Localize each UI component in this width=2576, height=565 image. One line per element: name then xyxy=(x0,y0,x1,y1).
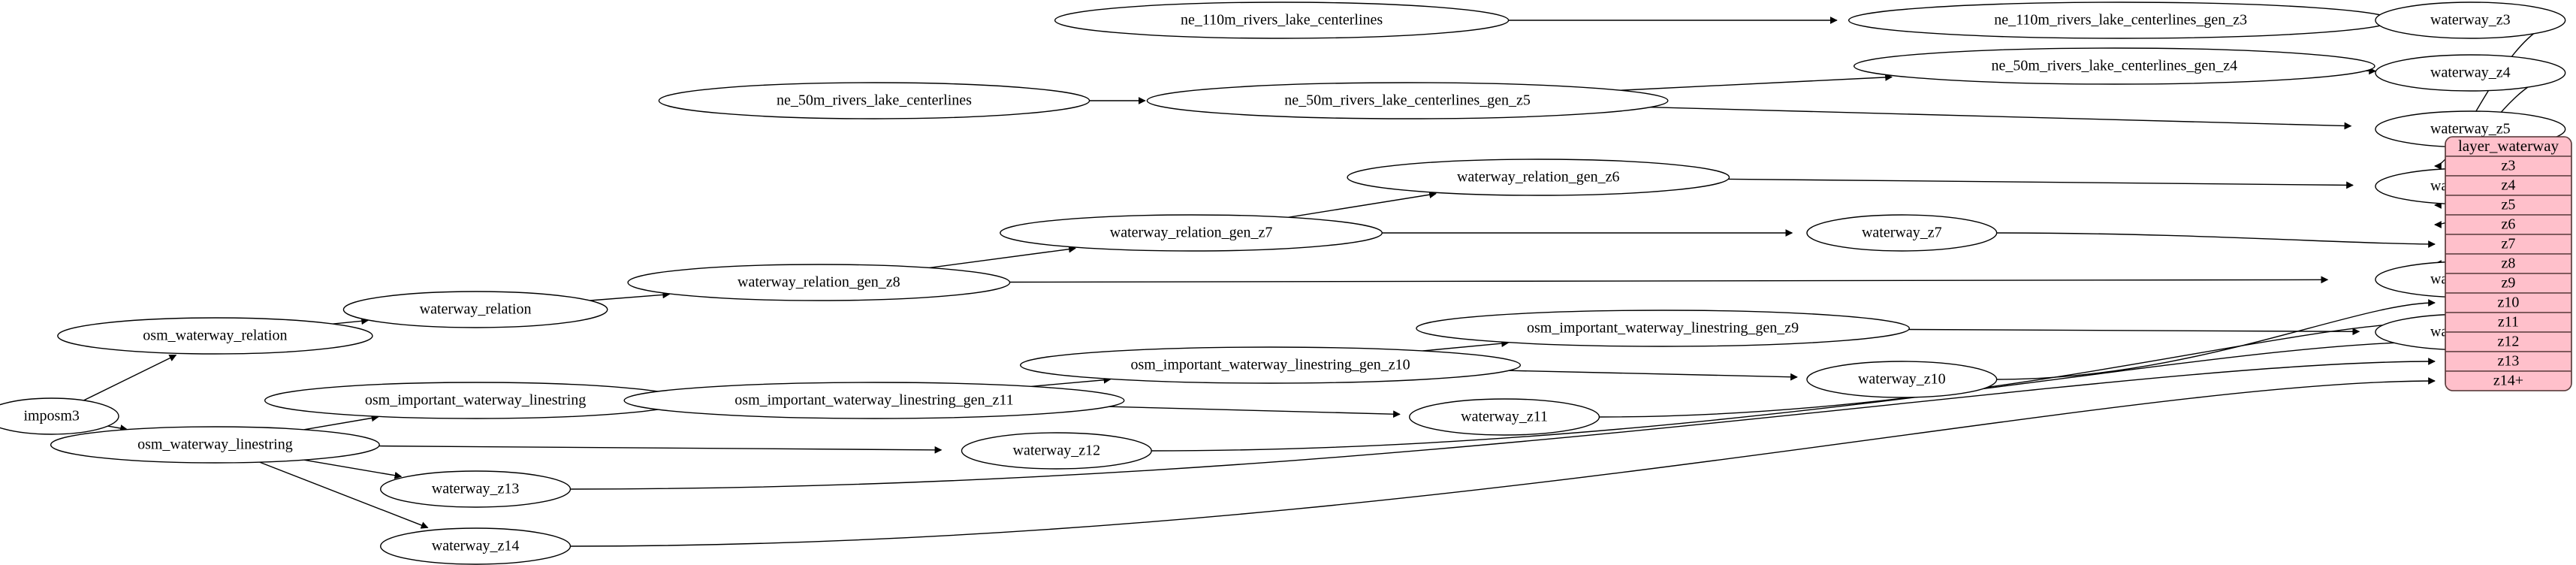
edge-imposm3-to-osm_waterway_linestring xyxy=(107,425,128,432)
layer-table-row-z7[interactable] xyxy=(2445,234,2571,255)
node-shape-ne_110m_rivers_lake_centerlines xyxy=(1054,2,1510,39)
node-shape-waterway_z13 xyxy=(380,470,572,508)
node-shape-osm_important_waterway_linestring_gen_z10 xyxy=(1020,346,1522,384)
node-osm_important_waterway_linestring_gen_z10[interactable]: osm_important_waterway_linestring_gen_z1… xyxy=(1020,346,1522,384)
edge-osm_waterway_linestring-to-waterway_z14 xyxy=(259,461,429,529)
node-waterway_z3[interactable]: waterway_z3 xyxy=(2375,2,2566,39)
node-ne_50m_rivers_lake_centerlines_gen_z4[interactable]: ne_50m_rivers_lake_centerlines_gen_z4 xyxy=(1853,47,2375,85)
node-waterway_z12[interactable]: waterway_z12 xyxy=(961,432,1152,470)
edge-osm_waterway_linestring-to-waterway_z13 xyxy=(303,459,403,479)
node-ne_50m_rivers_lake_centerlines[interactable]: ne_50m_rivers_lake_centerlines xyxy=(658,82,1090,119)
edge-ne_50m_rivers_lake_centerlines_gen_z5-to-waterway_z5 xyxy=(1650,107,2352,130)
node-ne_50m_rivers_lake_centerlines_gen_z5[interactable]: ne_50m_rivers_lake_centerlines_gen_z5 xyxy=(1146,82,1669,119)
node-waterway_z11[interactable]: waterway_z11 xyxy=(1409,398,1600,436)
layer-table-row-z3[interactable] xyxy=(2445,156,2571,177)
node-waterway_z10[interactable]: waterway_z10 xyxy=(1806,361,1998,398)
edge-osm_waterway_linestring-to-osm_important_waterway_linestring xyxy=(303,414,379,431)
node-waterway_relation_gen_z6[interactable]: waterway_relation_gen_z6 xyxy=(1347,159,1730,196)
edge-ne_50m_rivers_lake_centerlines_gen_z5-to-ne_50m_rivers_lake_centerlines_gen_z4 xyxy=(1620,74,1893,91)
layer-table-row-z4[interactable] xyxy=(2445,175,2571,196)
node-waterway_relation_gen_z7[interactable]: waterway_relation_gen_z7 xyxy=(1000,214,1383,252)
node-shape-waterway_relation_gen_z6 xyxy=(1347,159,1730,196)
layer-table-outline xyxy=(2445,136,2572,391)
layer-table-row-z13[interactable] xyxy=(2445,351,2571,372)
layer-table-title-cell xyxy=(2445,137,2571,157)
node-shape-osm_important_waterway_linestring xyxy=(264,382,687,419)
edge-osm_important_waterway_linestring_gen_z10-to-waterway_z10 xyxy=(1509,370,1798,381)
node-shape-waterway_relation_gen_z8 xyxy=(627,264,1011,301)
node-ne_110m_rivers_lake_centerlines_gen_z3[interactable]: ne_110m_rivers_lake_centerlines_gen_z3 xyxy=(1848,2,2394,39)
edge-osm_important_waterway_linestring_gen_z10-to-osm_important_waterway_linestring_gen_z9 xyxy=(1422,340,1510,352)
edge-osm_important_waterway_linestring_gen_z11-to-osm_important_waterway_linestring_gen_z10 xyxy=(1031,376,1112,387)
edge-waterway_z14-to-layer_waterway-z14- xyxy=(570,377,2436,547)
node-waterway_relation_gen_z8[interactable]: waterway_relation_gen_z8 xyxy=(627,264,1011,301)
edge-imposm3-to-osm_waterway_relation xyxy=(83,354,177,401)
edges-layer xyxy=(83,17,2565,547)
node-osm_waterway_relation[interactable]: osm_waterway_relation xyxy=(57,317,373,355)
node-waterway_z4[interactable]: waterway_z4 xyxy=(2375,54,2566,92)
node-shape-waterway_z14 xyxy=(380,527,572,565)
node-shape-waterway_z4 xyxy=(2375,54,2566,92)
node-waterway_relation[interactable]: waterway_relation xyxy=(342,291,608,328)
edge-waterway_relation_gen_z7-to-waterway_relation_gen_z6 xyxy=(1288,191,1437,218)
edge-osm_waterway_linestring-to-waterway_z12 xyxy=(379,445,943,454)
node-shape-imposm3 xyxy=(0,397,119,435)
node-shape-osm_important_waterway_linestring_gen_z11 xyxy=(623,382,1125,419)
edge-waterway_relation-to-waterway_relation_gen_z8 xyxy=(590,291,671,301)
node-ne_110m_rivers_lake_centerlines[interactable]: ne_110m_rivers_lake_centerlines xyxy=(1054,2,1510,39)
layer-table-row-z5[interactable] xyxy=(2445,195,2571,216)
node-waterway_z7[interactable]: waterway_z7 xyxy=(1806,214,1998,252)
node-shape-osm_waterway_relation xyxy=(57,317,373,355)
node-shape-ne_50m_rivers_lake_centerlines xyxy=(658,82,1090,119)
edge-osm_waterway_relation-to-waterway_relation xyxy=(333,317,370,325)
node-shape-waterway_relation xyxy=(342,291,608,328)
layer-table-row-z10[interactable] xyxy=(2445,292,2571,313)
layer-table-row-z9[interactable] xyxy=(2445,273,2571,294)
layer-table-row-z6[interactable] xyxy=(2445,214,2571,235)
node-waterway_z14[interactable]: waterway_z14 xyxy=(380,527,572,565)
node-imposm3[interactable]: imposm3 xyxy=(0,397,119,435)
layer-table-row-z11[interactable] xyxy=(2445,312,2571,333)
node-osm_important_waterway_linestring_gen_z11[interactable]: osm_important_waterway_linestring_gen_z1… xyxy=(623,382,1125,419)
node-shape-waterway_z11 xyxy=(1409,398,1600,436)
edge-waterway_relation_gen_z8-to-waterway_relation_gen_z7 xyxy=(929,245,1076,269)
node-shape-waterway_z12 xyxy=(961,432,1152,470)
node-osm_important_waterway_linestring_gen_z9[interactable]: osm_important_waterway_linestring_gen_z9 xyxy=(1416,310,1910,347)
edge-waterway_relation_gen_z6-to-waterway_z6 xyxy=(1728,178,2354,189)
layer-table-row-z12[interactable] xyxy=(2445,331,2571,352)
node-shape-waterway_z10 xyxy=(1806,361,1998,398)
node-shape-ne_110m_rivers_lake_centerlines_gen_z3 xyxy=(1848,2,2394,39)
edge-waterway_z11-to-layer_waterway-z11 xyxy=(1599,319,2436,418)
edge-osm_important_waterway_linestring_gen_z9-to-waterway_z9 xyxy=(1908,328,2360,336)
layer-waterway-table: layer_waterwayz3z4z5z6z7z8z9z10z11z12z13… xyxy=(2445,136,2572,391)
node-shape-osm_important_waterway_linestring_gen_z9 xyxy=(1416,310,1910,347)
edge-waterway_relation_gen_z8-to-waterway_z8 xyxy=(1009,276,2329,284)
node-shape-waterway_z7 xyxy=(1806,214,1998,252)
node-shape-waterway_relation_gen_z7 xyxy=(1000,214,1383,252)
node-shape-osm_waterway_linestring xyxy=(50,426,380,464)
node-shape-ne_50m_rivers_lake_centerlines_gen_z4 xyxy=(1853,47,2375,85)
edge-waterway_z13-to-layer_waterway-z13 xyxy=(570,358,2436,490)
node-waterway_z13[interactable]: waterway_z13 xyxy=(380,470,572,508)
node-shape-ne_50m_rivers_lake_centerlines_gen_z5 xyxy=(1146,82,1669,119)
edge-osm_important_waterway_linestring_gen_z11-to-waterway_z11 xyxy=(1109,406,1401,418)
edge-waterway_z7-to-layer_waterway-z7 xyxy=(1996,232,2436,248)
edge-waterway_z10-to-layer_waterway-z10 xyxy=(1996,299,2436,380)
node-osm_waterway_linestring[interactable]: osm_waterway_linestring xyxy=(50,426,380,464)
node-shape-waterway_z3 xyxy=(2375,2,2566,39)
layer-table-row-z14plus[interactable] xyxy=(2445,370,2571,391)
node-osm_important_waterway_linestring[interactable]: osm_important_waterway_linestring xyxy=(264,382,687,419)
layer-table-row-z8[interactable] xyxy=(2445,253,2571,274)
